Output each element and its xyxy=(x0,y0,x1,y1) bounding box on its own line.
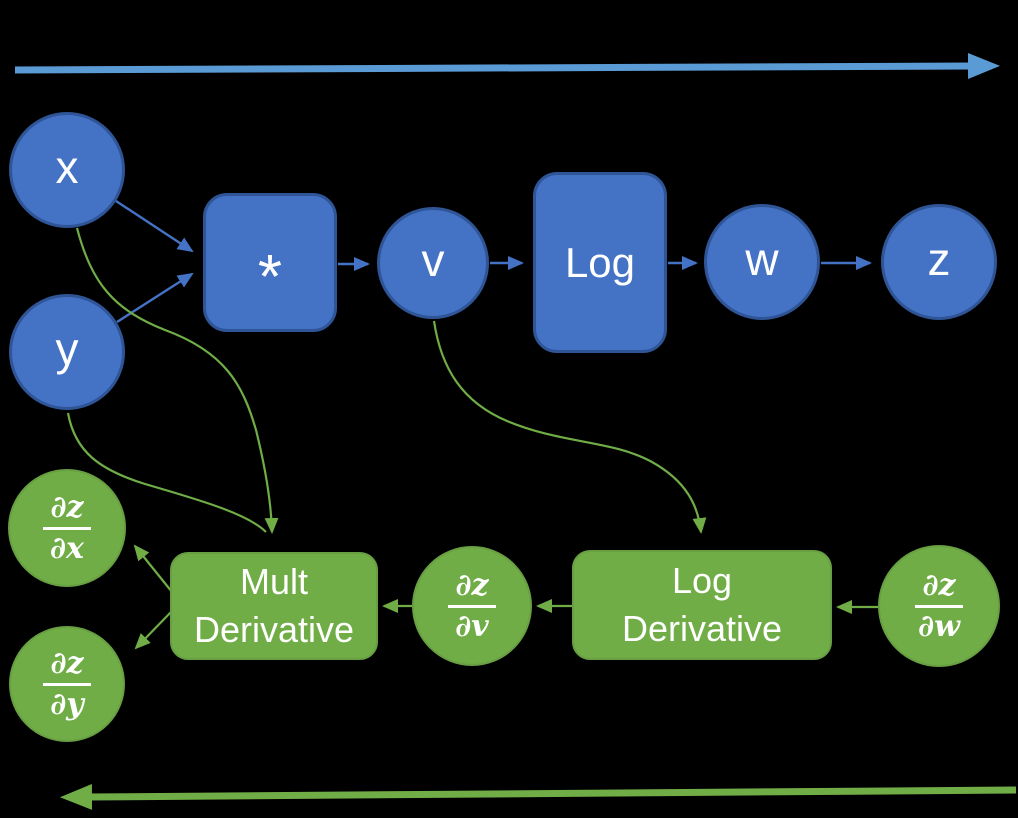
node-y-label: y xyxy=(55,323,79,375)
node-mult-op-label: * xyxy=(257,242,283,312)
node-z-label: z xyxy=(927,233,951,285)
edge-y-to-mult-op xyxy=(116,272,194,324)
node-log-derivative-label: Log Derivative xyxy=(621,560,783,649)
node-dz-dv: ∂z ∂v xyxy=(412,546,532,666)
backward-pass-arrow xyxy=(60,783,1017,810)
node-mult-op: * xyxy=(203,193,337,332)
node-dz-dx-label: ∂z ∂x xyxy=(43,492,91,564)
node-x: x xyxy=(9,112,125,228)
node-x-label: x xyxy=(55,141,79,193)
node-mult-derivative: Mult Derivative xyxy=(170,552,378,660)
edge-y-to-mult-derivative xyxy=(66,412,267,533)
node-z: z xyxy=(881,204,997,320)
edge-v-to-log-derivative xyxy=(432,320,707,534)
node-log-op-label: Log xyxy=(564,238,636,286)
edge-mult-derivative-to-dz-dy xyxy=(134,610,173,650)
edge-x-to-mult-op xyxy=(115,199,194,253)
node-w: w xyxy=(704,204,820,320)
node-v: v xyxy=(377,207,489,319)
edge-mult-derivative-to-dz-dx xyxy=(133,544,173,593)
node-log-derivative: Log Derivative xyxy=(572,550,832,660)
node-v-label: v xyxy=(421,234,445,286)
node-w-label: w xyxy=(745,233,779,285)
node-log-op: Log xyxy=(533,172,667,353)
node-mult-derivative-label: Mult Derivative xyxy=(193,561,355,650)
node-dz-dy-label: ∂z ∂y xyxy=(43,648,91,720)
node-y: y xyxy=(9,294,125,410)
node-dz-dw-label: ∂z ∂w xyxy=(915,570,963,642)
forward-pass-arrow xyxy=(14,53,1000,80)
node-dz-dw: ∂z ∂w xyxy=(878,545,1000,667)
node-dz-dx: ∂z ∂x xyxy=(8,469,126,587)
node-dz-dv-label: ∂z ∂v xyxy=(448,570,496,642)
node-dz-dy: ∂z ∂y xyxy=(9,626,125,742)
edge-x-to-mult-derivative xyxy=(75,227,279,534)
